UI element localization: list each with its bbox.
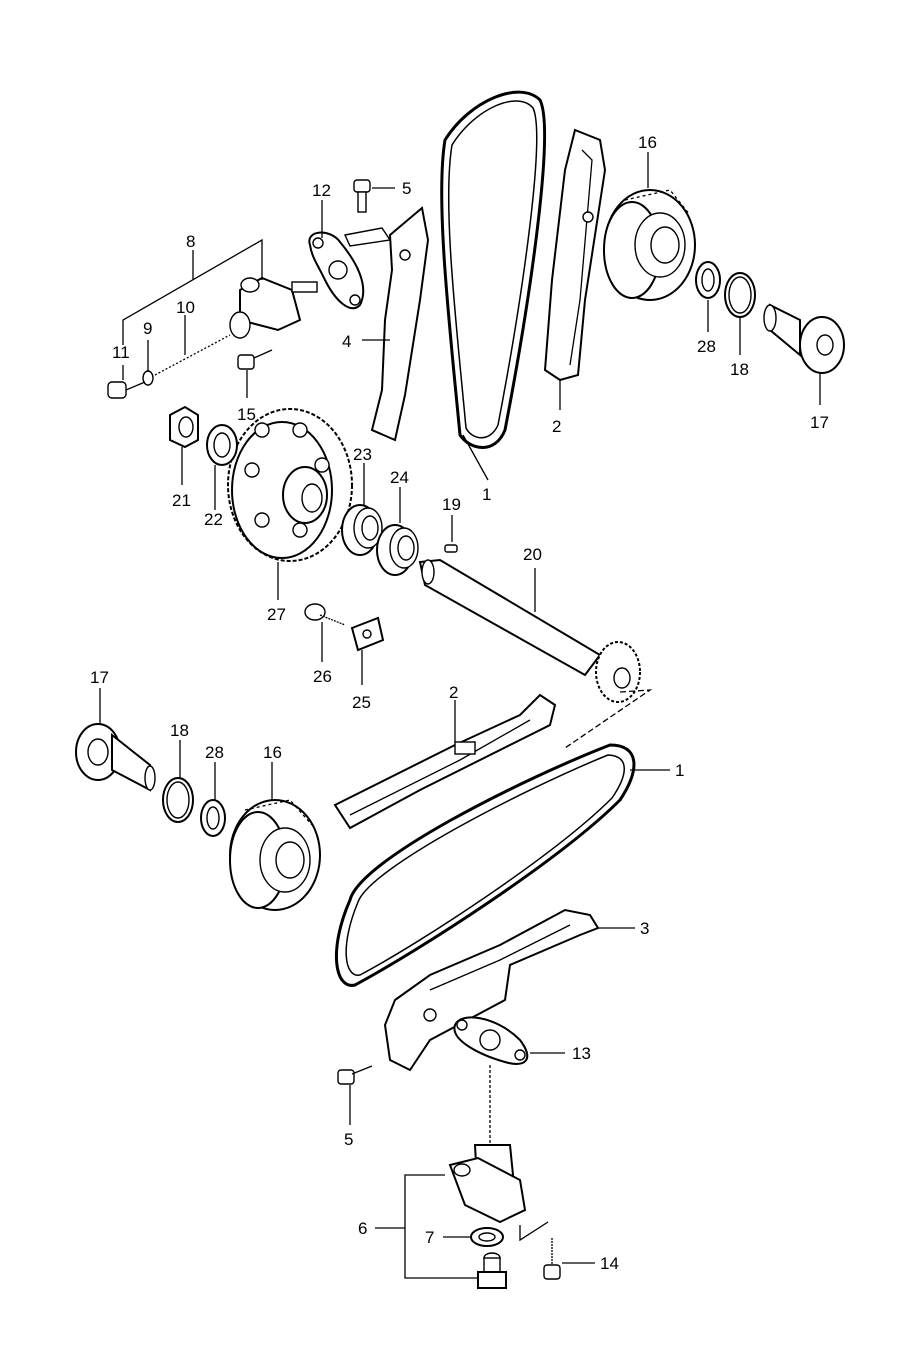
- upper-gasket: [308, 200, 365, 310]
- large-gear: [227, 408, 353, 600]
- label-28-lower: 28: [205, 743, 224, 762]
- label-4-upper: 4: [342, 332, 351, 351]
- upper-sprocket: [603, 152, 696, 301]
- bolt-14: [543, 1238, 595, 1280]
- label-5-lower: 5: [344, 1130, 353, 1149]
- label-6: 6: [358, 1219, 367, 1238]
- upper-cam-chain: [440, 90, 547, 481]
- bolt-11: [107, 365, 146, 399]
- pin-19: [444, 515, 458, 553]
- label-2-upper: 2: [552, 417, 561, 436]
- label-28-upper: 28: [697, 337, 716, 356]
- label-16-lower: 16: [263, 743, 282, 762]
- bolt-26: [304, 603, 346, 662]
- label-15: 15: [237, 405, 256, 424]
- label-24: 24: [390, 468, 409, 487]
- label-18-lower: 18: [170, 721, 189, 740]
- label-14: 14: [600, 1254, 619, 1273]
- label-17-lower: 17: [90, 668, 109, 687]
- upper-adjuster-body: [122, 238, 318, 345]
- lower-bolt: [337, 1065, 373, 1125]
- upper-washer-28: [695, 261, 721, 332]
- label-17-upper: 17: [810, 413, 829, 432]
- washer-22: [206, 424, 238, 510]
- plate-25: [350, 616, 385, 685]
- label-1-upper: 1: [482, 485, 491, 504]
- label-10: 10: [176, 298, 195, 317]
- washer-7: [443, 1227, 504, 1247]
- lower-tensioner-arm: [383, 908, 635, 1072]
- label-5-upper: 5: [402, 179, 411, 198]
- label-19: 19: [442, 495, 461, 514]
- label-25: 25: [352, 693, 371, 712]
- adjuster-plug: [477, 1252, 507, 1289]
- label-16-upper: 16: [638, 133, 657, 152]
- label-22: 22: [204, 510, 223, 529]
- camshaft-20: [418, 558, 653, 749]
- label-18-upper: 18: [730, 360, 749, 379]
- screw-15: [237, 349, 273, 398]
- lower-gasket: [453, 1016, 565, 1065]
- upper-shaft: [763, 303, 845, 405]
- lower-chain-guide: [333, 693, 557, 830]
- lower-shaft: [75, 688, 156, 792]
- label-27: 27: [267, 605, 286, 624]
- lower-adjuster: [375, 1065, 549, 1279]
- lower-oring: [162, 740, 194, 823]
- label-23: 23: [353, 445, 372, 464]
- label-26: 26: [313, 667, 332, 686]
- label-9: 9: [143, 319, 152, 338]
- lower-cam-chain: [334, 743, 670, 987]
- washer-9: [142, 340, 154, 386]
- label-7: 7: [425, 1228, 434, 1247]
- label-20: 20: [523, 545, 542, 564]
- spring: [154, 315, 231, 376]
- lower-sprocket: [229, 762, 321, 911]
- upper-tensioner-arm: [343, 206, 430, 442]
- label-1-lower: 1: [675, 761, 684, 780]
- bearing-23: [341, 463, 383, 556]
- label-12: 12: [312, 181, 331, 200]
- label-21: 21: [172, 491, 191, 510]
- label-3: 3: [640, 919, 649, 938]
- label-13: 13: [572, 1044, 591, 1063]
- upper-oring: [724, 272, 756, 355]
- nut-21: [169, 405, 199, 485]
- label-11: 11: [112, 343, 130, 362]
- lower-washer-28: [200, 762, 226, 837]
- label-2-lower: 2: [449, 683, 458, 702]
- upper-bolt: [353, 179, 395, 213]
- upper-chain-guide: [543, 128, 607, 410]
- bearing-24: [376, 487, 419, 576]
- label-8: 8: [186, 232, 195, 251]
